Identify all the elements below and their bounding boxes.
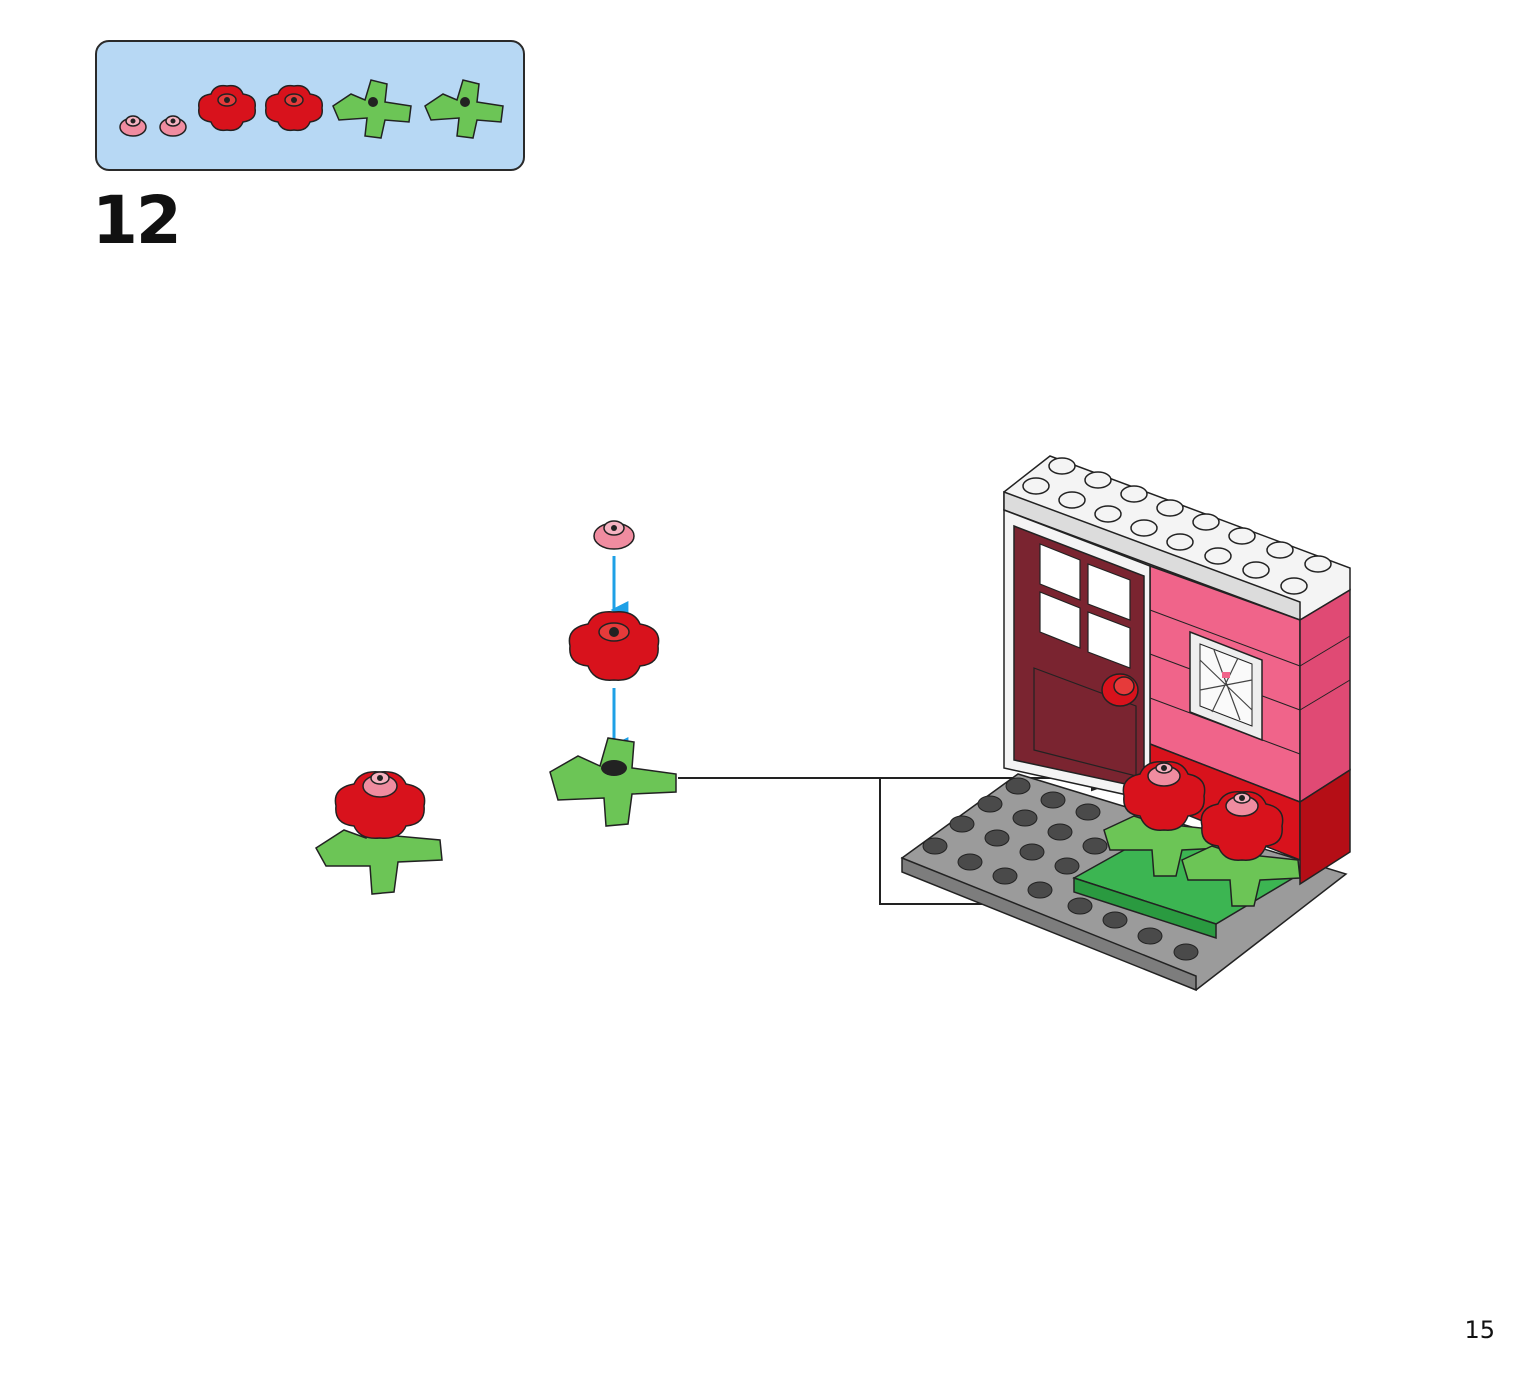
part-green-leaf-2	[424, 79, 504, 139]
part-pink-round-plate-2	[159, 115, 187, 137]
step-number: 12	[92, 182, 182, 259]
part-red-flower-2	[265, 84, 323, 132]
door-knob	[1101, 673, 1139, 707]
stack-pink-plate	[593, 520, 635, 550]
placed-flower-1	[1103, 761, 1223, 877]
door-window-panes	[1039, 543, 1131, 669]
exploded-stack	[549, 520, 677, 827]
parts-list-art	[119, 79, 504, 139]
lattice-window	[1189, 630, 1263, 742]
page-number: 15	[1464, 1316, 1495, 1344]
top-studs	[1022, 457, 1332, 595]
placed-flower-2	[1181, 791, 1301, 907]
part-green-leaf-1	[332, 79, 412, 139]
part-red-flower-1	[198, 84, 256, 132]
parts-list-box	[95, 40, 525, 171]
part-pink-round-plate-1	[119, 115, 147, 137]
stack-red-flower	[568, 611, 660, 681]
baseplate-studs	[922, 777, 1199, 961]
house-model	[900, 455, 1351, 992]
stack-green-leaf	[549, 737, 677, 827]
completed-flower	[315, 771, 443, 895]
